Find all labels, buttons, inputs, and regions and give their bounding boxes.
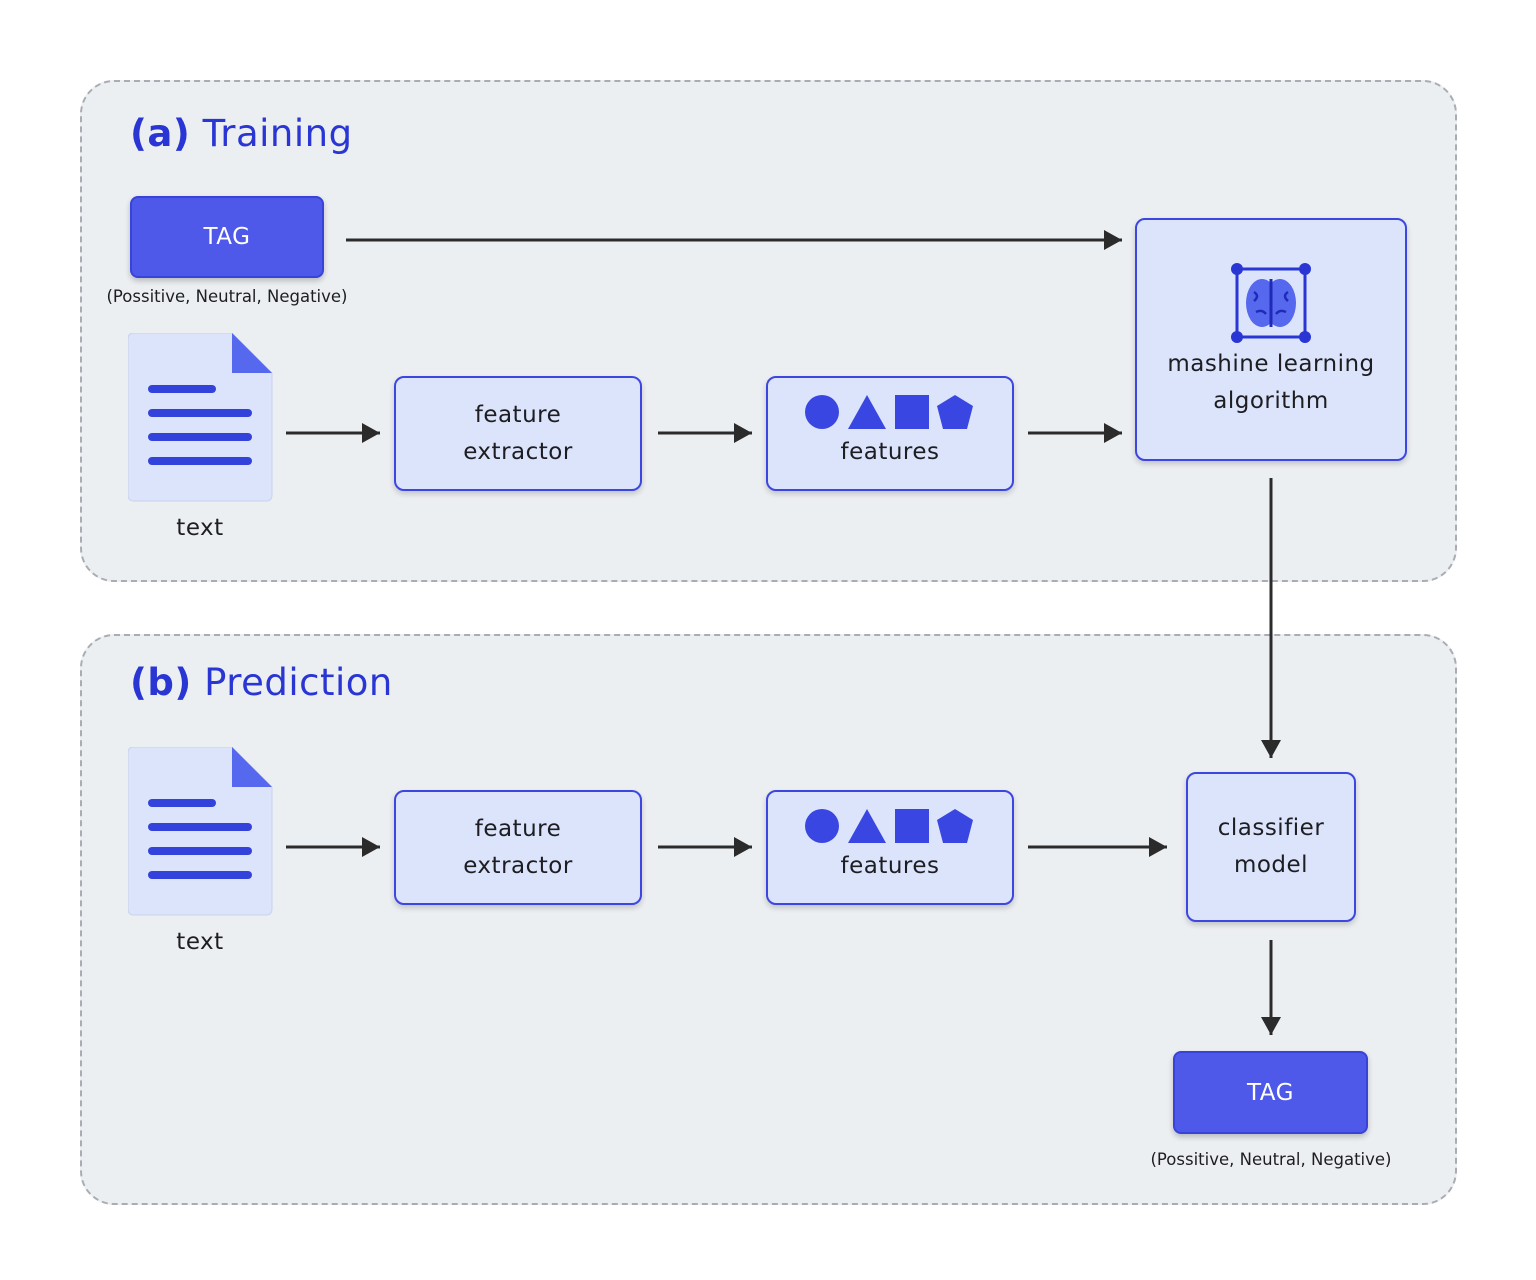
feature-shapes xyxy=(805,809,973,843)
brain-icon xyxy=(1231,263,1311,343)
classifier-line1: classifier xyxy=(1217,815,1325,841)
prediction-prefix: (b) xyxy=(130,661,192,704)
prediction-tag-box: TAG xyxy=(1173,1051,1368,1134)
prediction-extractor-line2: extractor xyxy=(463,852,573,879)
triangle-icon xyxy=(848,395,886,429)
prediction-features: features xyxy=(766,790,1014,905)
feature-shapes xyxy=(805,395,973,429)
training-features: features xyxy=(766,376,1014,491)
prediction-extractor-line1: feature xyxy=(474,815,562,842)
prediction-features-label: features xyxy=(840,853,940,879)
prediction-text-label: text xyxy=(176,929,224,955)
training-extractor-line2: extractor xyxy=(463,438,573,465)
training-title-text: Training xyxy=(202,112,353,155)
document-icon xyxy=(128,747,273,916)
training-text-label: text xyxy=(176,515,224,541)
training-title: (a) Training xyxy=(130,112,353,155)
classifier-model-box: classifier model xyxy=(1186,772,1356,922)
triangle-icon xyxy=(848,809,886,843)
training-features-label: features xyxy=(840,439,940,465)
prediction-title-text: Prediction xyxy=(204,661,393,704)
algorithm-line2: algorithm xyxy=(1213,388,1329,414)
circle-icon xyxy=(805,809,839,843)
training-prefix: (a) xyxy=(130,112,191,155)
document-icon xyxy=(128,333,273,502)
prediction-tag-label: TAG xyxy=(1247,1079,1294,1106)
training-tag-caption: (Possitive, Neutral, Negative) xyxy=(106,287,348,306)
ml-algorithm-box: mashine learning algorithm xyxy=(1135,218,1407,461)
training-feature-extractor: feature extractor xyxy=(394,376,642,491)
training-extractor-line1: feature xyxy=(474,401,562,428)
prediction-tag-caption: (Possitive, Neutral, Negative) xyxy=(1150,1150,1392,1169)
pentagon-icon xyxy=(937,395,973,429)
square-icon xyxy=(895,395,929,429)
pentagon-icon xyxy=(937,809,973,843)
circle-icon xyxy=(805,395,839,429)
algorithm-line1: mashine learning xyxy=(1167,351,1375,377)
prediction-feature-extractor: feature extractor xyxy=(394,790,642,905)
training-tag-label: TAG xyxy=(203,224,251,250)
square-icon xyxy=(895,809,929,843)
training-tag-box: TAG xyxy=(130,196,324,278)
classifier-line2: model xyxy=(1233,852,1309,878)
prediction-title: (b) Prediction xyxy=(130,661,393,704)
